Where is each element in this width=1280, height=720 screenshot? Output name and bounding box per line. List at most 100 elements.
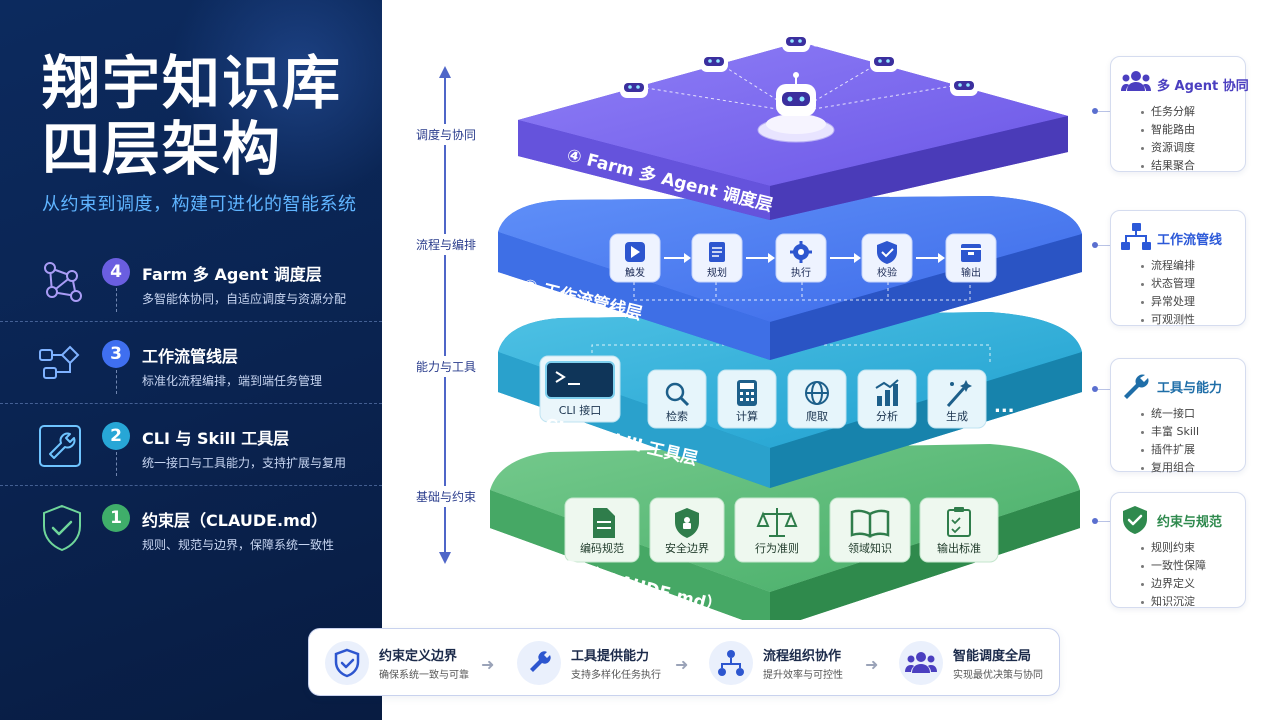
card-list: 流程编排 状态管理 异常处理 可观测性 (1141, 257, 1195, 329)
layer-number-badge: 4 (102, 258, 130, 286)
summary-title: 约束定义边界 (379, 649, 458, 664)
cli-label: CLI 接口 (559, 404, 602, 417)
list-item: 复用组合 (1140, 459, 1199, 477)
connector-line (1098, 389, 1110, 390)
axis-arrow-up-icon (439, 66, 451, 78)
item-label: 领域知识 (848, 541, 892, 555)
page-title: 翔宇知识库 四层架构 (42, 50, 342, 182)
card-tools: 工具与能力 统一接口 丰富 Skill 插件扩展 复用组合 (1110, 358, 1246, 474)
card-multi-agent: 多 Agent 协同 任务分解 智能路由 资源调度 结果聚合 (1110, 56, 1249, 175)
agent-robot-icon (870, 46, 898, 72)
layer-description: 统一接口与工具能力，支持扩展与复用 (142, 456, 347, 470)
connector-line (1098, 245, 1110, 246)
layer-name: CLI 与 Skill 工具层 (142, 429, 290, 448)
cli-interface-box: CLI 接口 (539, 355, 621, 423)
agent-robot-icon (782, 26, 810, 52)
summary-desc: 支持多样化任务执行 (571, 670, 661, 681)
vertical-axis-line (444, 70, 446, 558)
summary-desc: 确保系统一致与可靠 (379, 670, 469, 681)
layer-1-items: 编码规范 安全边界 行为准则 领域知识 输出标准 (564, 497, 999, 563)
layer-row-2: 2 CLI 与 Skill 工具层 统一接口与工具能力，支持扩展与复用 (0, 404, 382, 486)
agent-robot-icon (700, 46, 728, 72)
dashed-connector (116, 452, 117, 476)
item-label: 安全边界 (665, 541, 709, 555)
layer-description: 多智能体协同，自适应调度与资源分配 (142, 292, 347, 306)
dashed-feedback-loop (633, 282, 971, 301)
wrench-icon (39, 425, 81, 467)
item-coding-standard: 编码规范 (564, 497, 640, 563)
tool-label: 分析 (876, 409, 898, 423)
summary-desc: 提升效率与可控性 (763, 670, 843, 681)
list-item: 异常处理 (1141, 293, 1195, 311)
item-domain-knowledge: 领域知识 (829, 497, 911, 563)
left-panel: 翔宇知识库 四层架构 从约束到调度，构建可进化的智能系统 4 Farm 多 Ag… (0, 0, 382, 720)
dashed-connector (116, 370, 117, 394)
title-line-2: 四层架构 (42, 115, 283, 183)
layer-row-3: 3 工作流管线层 标准化流程编排，端到端任务管理 (0, 322, 382, 404)
layer-description: 标准化流程编排，端到端任务管理 (142, 374, 323, 388)
tool-analyze: 分析 (857, 369, 917, 429)
page-subtitle: 从约束到调度，构建可进化的智能系统 (42, 194, 357, 215)
dashed-connector (116, 288, 117, 312)
item-label: 编码规范 (580, 541, 624, 555)
more-tools-ellipsis: ... (994, 396, 1015, 417)
list-item: 任务分解 (1141, 103, 1195, 121)
summary-title: 流程组织协作 (763, 649, 842, 664)
card-list: 规则约束 一致性保障 边界定义 知识沉淀 (1141, 539, 1206, 611)
list-item: 一致性保障 (1141, 557, 1206, 575)
item-code-of-conduct: 行为准则 (734, 497, 820, 563)
connector-line (1098, 521, 1110, 522)
summary-desc: 实现最优决策与协同 (953, 670, 1043, 681)
workflow-icon (39, 345, 80, 379)
layer-number-badge: 3 (102, 340, 130, 368)
tool-crawl: 爬取 (787, 369, 847, 429)
layer-list: 4 Farm 多 Agent 调度层 多智能体协同，自适应调度与资源分配 3 工… (0, 240, 382, 568)
step-verify: 校验 (861, 233, 913, 283)
layer-name: 工作流管线层 (142, 347, 239, 366)
item-security-boundary: 安全边界 (649, 497, 725, 563)
layer-row-4: 4 Farm 多 Agent 调度层 多智能体协同，自适应调度与资源分配 (0, 240, 382, 322)
list-item: 规则约束 (1141, 539, 1206, 557)
card-list: 统一接口 丰富 Skill 插件扩展 复用组合 (1140, 405, 1199, 477)
shield-check-icon (334, 648, 360, 678)
step-output: 输出 (945, 233, 997, 283)
step-label: 校验 (877, 266, 897, 279)
tool-calculate: 计算 (717, 369, 777, 429)
list-item: 流程编排 (1141, 257, 1195, 275)
axis-label-constraints: 基础与约束 (412, 486, 480, 507)
card-workflow: 工作流管线 流程编排 状态管理 异常处理 可观测性 (1110, 210, 1246, 326)
list-item: 结果聚合 (1141, 157, 1195, 175)
agent-robot-icon (950, 70, 978, 96)
card-list: 任务分解 智能路由 资源调度 结果聚合 (1141, 103, 1195, 175)
arrow-right-icon: ➜ (481, 655, 495, 674)
list-item: 资源调度 (1141, 139, 1195, 157)
icon-circle (709, 641, 753, 685)
layer-number-badge: 1 (102, 504, 130, 532)
step-execute: 执行 (775, 233, 827, 283)
card-constraints: 约束与规范 规则约束 一致性保障 边界定义 知识沉淀 (1110, 492, 1246, 608)
tool-label: 计算 (736, 409, 758, 423)
tool-label: 生成 (946, 409, 968, 423)
layer-name: 约束层（CLAUDE.md） (142, 511, 328, 530)
item-output-standard: 输出标准 (919, 497, 999, 563)
layer-description: 规则、规范与边界，保障系统一致性 (142, 538, 335, 552)
card-title: 工作流管线 (1157, 233, 1223, 248)
users-icon (1121, 71, 1151, 91)
connector-dot (1092, 242, 1098, 248)
list-item: 边界定义 (1141, 575, 1206, 593)
step-plan: 规划 (691, 233, 743, 283)
list-item: 插件扩展 (1140, 441, 1199, 459)
card-title: 工具与能力 (1157, 381, 1223, 396)
axis-arrow-down-icon (439, 552, 451, 564)
step-label: 输出 (961, 266, 981, 279)
bottom-summary-bar: 约束定义边界 确保系统一致与可靠 ➜ 工具提供能力 支持多样化任务执行 ➜ 流程… (308, 628, 1060, 696)
arrow-right-icon: ➜ (675, 655, 689, 674)
axis-label-tools: 能力与工具 (412, 356, 480, 377)
list-item: 可观测性 (1141, 311, 1195, 329)
central-agent-robot-icon (757, 72, 835, 143)
item-label: 行为准则 (755, 542, 799, 555)
connector-line (1098, 111, 1110, 112)
layer-number-badge: 2 (102, 422, 130, 450)
step-label: 规划 (707, 266, 727, 279)
agent-network-icon (44, 262, 82, 302)
